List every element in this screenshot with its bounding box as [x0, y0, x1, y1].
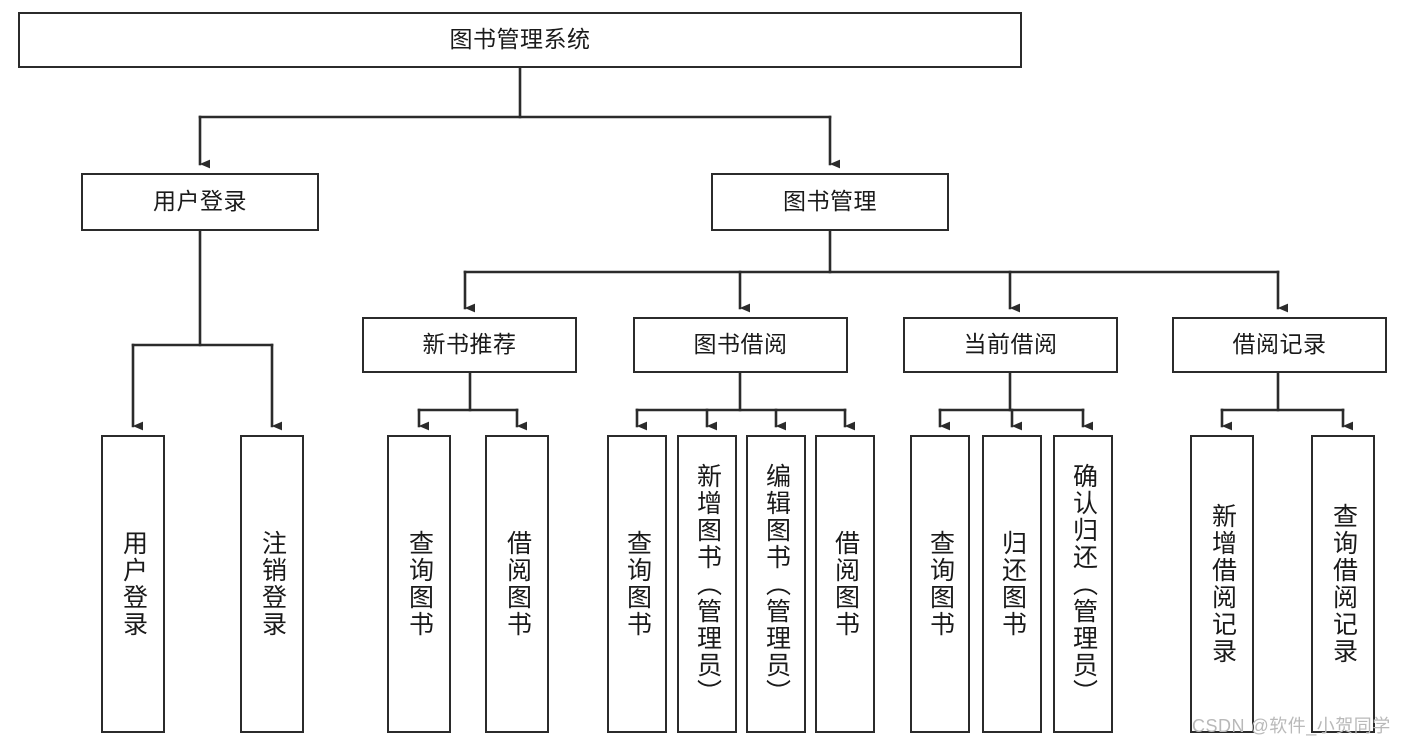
node-leaf-query-book-1-label: 查询图书: [405, 530, 434, 638]
node-leaf-return-book-label: 归还图书: [998, 530, 1027, 638]
node-leaf-query-record[interactable]: 查询借阅记录: [1311, 435, 1375, 733]
node-root-label: 图书管理系统: [449, 26, 591, 53]
node-leaf-edit-book-label: 编辑图书（管理员）: [762, 462, 791, 706]
node-user-login[interactable]: 用户登录: [81, 173, 319, 231]
node-new-book-rec[interactable]: 新书推荐: [362, 317, 577, 373]
node-book-borrow-label: 图书借阅: [693, 331, 788, 358]
node-leaf-query-book-2[interactable]: 查询图书: [607, 435, 667, 733]
node-book-manage[interactable]: 图书管理: [711, 173, 949, 231]
csdn-watermark: CSDN @软件_小贺同学: [1192, 716, 1391, 736]
node-leaf-query-record-label: 查询借阅记录: [1329, 503, 1358, 665]
node-new-book-rec-label: 新书推荐: [422, 331, 517, 358]
node-leaf-add-record-label: 新增借阅记录: [1208, 503, 1237, 665]
node-leaf-query-book-3-label: 查询图书: [926, 530, 955, 638]
node-current-borrow-label: 当前借阅: [963, 331, 1058, 358]
node-leaf-add-book[interactable]: 新增图书（管理员）: [677, 435, 737, 733]
node-leaf-add-book-label: 新增图书（管理员）: [693, 462, 722, 706]
node-borrow-record[interactable]: 借阅记录: [1172, 317, 1387, 373]
node-current-borrow[interactable]: 当前借阅: [903, 317, 1118, 373]
node-leaf-confirm-return[interactable]: 确认归还（管理员）: [1053, 435, 1113, 733]
node-leaf-borrow-book-1-label: 借阅图书: [503, 530, 532, 638]
node-leaf-query-book-3[interactable]: 查询图书: [910, 435, 970, 733]
node-leaf-query-book-2-label: 查询图书: [623, 530, 652, 638]
node-leaf-borrow-book-2-label: 借阅图书: [831, 530, 860, 638]
node-book-borrow[interactable]: 图书借阅: [633, 317, 848, 373]
node-leaf-user-login[interactable]: 用户登录: [101, 435, 165, 733]
node-leaf-return-book[interactable]: 归还图书: [982, 435, 1042, 733]
node-leaf-add-record[interactable]: 新增借阅记录: [1190, 435, 1254, 733]
node-borrow-record-label: 借阅记录: [1232, 331, 1327, 358]
node-user-login-label: 用户登录: [153, 188, 247, 215]
node-leaf-query-book-1[interactable]: 查询图书: [387, 435, 451, 733]
node-leaf-logout-label: 注销登录: [258, 530, 287, 638]
node-root[interactable]: 图书管理系统: [18, 12, 1022, 68]
node-leaf-borrow-book-2[interactable]: 借阅图书: [815, 435, 875, 733]
node-leaf-user-login-label: 用户登录: [119, 530, 148, 638]
node-leaf-borrow-book-1[interactable]: 借阅图书: [485, 435, 549, 733]
node-book-manage-label: 图书管理: [783, 188, 877, 215]
node-leaf-edit-book[interactable]: 编辑图书（管理员）: [746, 435, 806, 733]
node-leaf-logout[interactable]: 注销登录: [240, 435, 304, 733]
node-leaf-confirm-return-label: 确认归还（管理员）: [1069, 462, 1098, 706]
